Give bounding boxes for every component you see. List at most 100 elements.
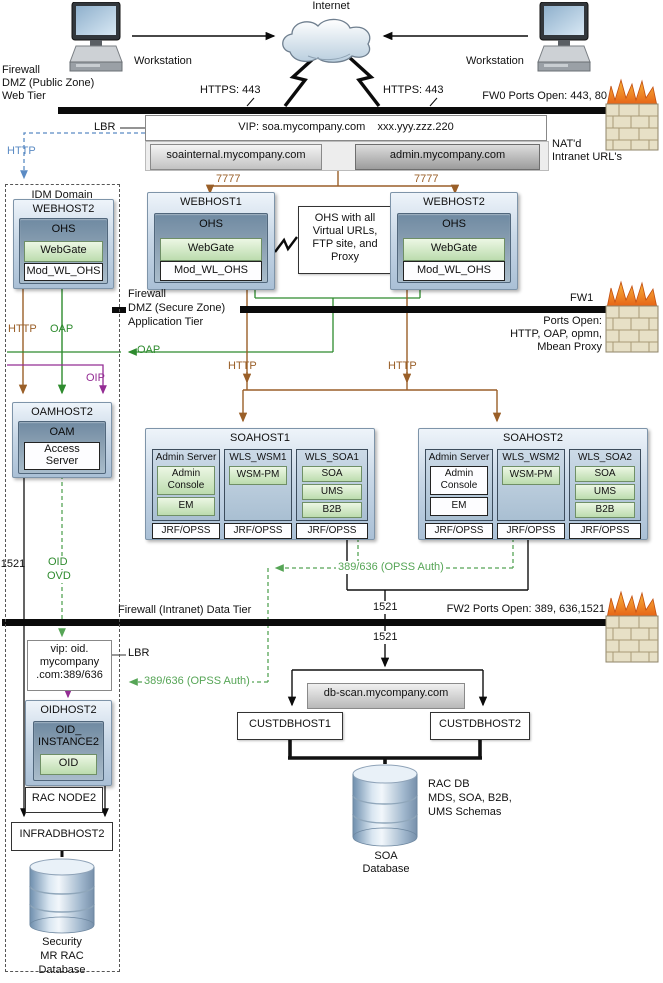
soahost1-wlssoa-title: WLS_SOA1 [305,452,359,463]
line-oap-web-tier [254,288,421,352]
soa-database-cylinder-icon [350,762,420,848]
webhost2-ohs-box: OHS WebGate Mod_WL_OHS [397,213,511,283]
soahost1-title: SOAHOST1 [230,432,290,444]
vip-oid-line3: .com:389/636 [36,669,103,681]
oamhost2-title: OAMHOST2 [31,406,93,418]
soahost2-console-line2: Console [440,480,478,491]
soahost1-box: SOAHOST1 Admin Server Admin Console EM W… [145,428,375,540]
opss-auth-upper-label: 389/636 (OPSS Auth) [336,561,446,574]
idm-webgate-box: WebGate [24,241,103,262]
http-soa-right-label: HTTP [388,360,417,372]
line-http-web-to-soa [246,288,408,390]
http-idm-label: HTTP [8,323,37,335]
soahost2-ums-box: UMS [575,484,635,500]
vip-ip: xxx.yyy.zzz.220 [377,121,454,133]
workstation-left-label: Workstation [134,55,192,67]
webhost1-ohs-title: OHS [199,218,223,230]
firewall-bar-fw2 [2,619,640,626]
fw0-zone-line3: Web Tier [2,90,46,102]
webhost2-webgate-box: WebGate [403,238,505,261]
webhost1-title: WEBHOST1 [180,196,242,208]
access-server-line2: Server [45,455,79,467]
ohs-note-line1: OHS with all [314,212,376,224]
admin-url-box: admin.mycompany.com [355,144,540,170]
security-db-label-line2: MR RAC [40,950,84,962]
firewall-bar-fw1 [240,306,640,313]
lightning-bolt-note-left [274,236,298,253]
security-db-label-line3: Database [38,964,86,976]
soahost2-admin-server-title: Admin Server [428,452,490,463]
oid-instance2-line2: INSTANCE2 [38,736,99,748]
fw0-ports-label: FW0 Ports Open: 443, 80 [482,90,607,102]
line-custdb-to-racdb [288,738,482,764]
https-ticks [246,97,438,107]
fw0-zone-line1: Firewall [2,64,40,76]
rac-db-label-line1: RAC DB [428,778,470,790]
db-scan-box: db-scan.mycompany.com [307,683,465,709]
custdbhost2-box: CUSTDBHOST2 [430,712,530,740]
custdbhost1-box: CUSTDBHOST1 [237,712,343,740]
soahost2-wsm-box: WLS_WSM2 WSM-PM [497,449,565,521]
soa-db-label-line2: Database [362,863,410,875]
vip-box: VIP: soa.mycompany.com xxx.yyy.zzz.220 [145,115,547,141]
soahost2-jrf1-box: JRF/OPSS [425,523,493,539]
idm-webhost2-title: WEBHOST2 [32,203,95,215]
soahost1-soa-box: SOA [302,466,362,482]
webhost2-title: WEBHOST2 [423,196,485,208]
oap-idm-label: OAP [50,323,74,335]
oid-instance2-box: OID_ INSTANCE2 OID [33,721,104,781]
infradbhost2-box: INFRADBHOST2 [11,822,113,851]
soahost1-admin-server-title: Admin Server [155,452,217,463]
oid-label: OID [46,556,70,569]
firewall-brick-icon-fw0 [605,76,663,154]
webhost2-ohs-title: OHS [442,218,466,230]
internet-label: Internet [312,0,350,12]
idm-domain-region [5,184,120,972]
access-server-box: Access Server [24,442,100,470]
soahost2-wsm-title: WLS_WSM2 [502,452,560,463]
vip-oid-line1: vip: oid. [50,643,89,655]
https-right-label: HTTPS: 443 [383,84,444,96]
oidhost2-title: OIDHOST2 [40,704,97,716]
oap-arrow-label: OAP [137,344,161,356]
ohs-note-line4: Proxy [330,251,360,263]
webhost1-webgate-box: WebGate [160,238,262,261]
access-server-line1: Access [44,443,80,455]
webhost1-ohs-box: OHS WebGate Mod_WL_OHS [154,213,268,283]
soahost2-wsmpm-box: WSM-PM [502,466,560,485]
soahost1-wsmpm-box: WSM-PM [229,466,287,485]
http-soa-left-label: HTTP [228,360,257,372]
fw0-zone-line2: DMZ (Public Zone) [2,77,95,89]
soahost1-b2b-box: B2B [302,502,362,518]
vip-oid-box: vip: oid. mycompany .com:389/636 [27,640,112,691]
soahost1-console-line1: Admin [171,468,201,479]
rac-db-label-line3: UMS Schemas [428,806,502,818]
idm-webhost2-box: WEBHOST2 OHS WebGate Mod_WL_OHS [13,199,114,289]
soahost1-jrf2-box: JRF/OPSS [224,523,292,539]
soahost2-admin-console-box: Admin Console [430,466,488,495]
lightning-bolt-left [283,56,316,108]
idm-domain-label: IDM Domain [31,189,93,201]
soahost1-jrf3-box: JRF/OPSS [296,523,368,539]
soahost2-box: SOAHOST2 Admin Server Admin Console EM W… [418,428,648,540]
internet-cloud-icon [278,12,378,64]
ohs-note-box: OHS with all Virtual URLs, FTP site, and… [298,206,392,274]
soahost2-console-line1: Admin [444,468,474,479]
webhost1-box: WEBHOST1 OHS WebGate Mod_WL_OHS [147,192,275,290]
soa-db-label-line1: SOA [374,850,398,862]
soahost1-admin-server-box: Admin Server Admin Console EM [152,449,220,521]
port-1521-below-fw2: 1521 [371,631,400,644]
https-left-label: HTTPS: 443 [200,84,261,96]
fw2-ports-label: FW2 Ports Open: 389, 636,1521 [446,603,605,615]
soahost2-wlssoa-title: WLS_SOA2 [578,452,632,463]
port-1521-above-fw2: 1521 [371,601,400,614]
soahost2-admin-server-box: Admin Server Admin Console EM [425,449,493,521]
fw1-ports-line1: Ports Open: [543,315,602,327]
lightning-bolt-right [348,56,381,108]
webhost2-box: WEBHOST2 OHS WebGate Mod_WL_OHS [390,192,518,290]
port-1521-left-label: 1521 [0,558,26,570]
port-7777-left-label: 7777 [216,173,241,185]
oip-label: OIP [86,372,105,384]
idm-ohs-title: OHS [51,223,76,235]
